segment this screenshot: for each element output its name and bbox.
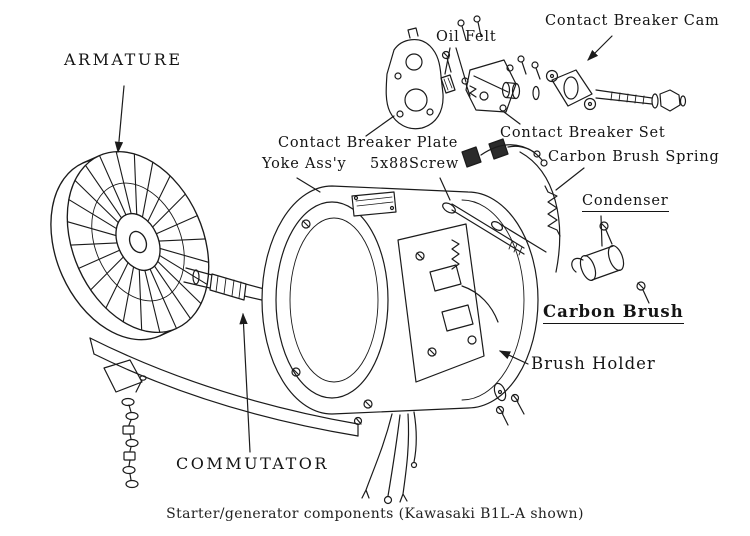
label-condenser: Condenser [582, 194, 669, 212]
label-screw: 5x88Screw [370, 156, 460, 172]
label-contact-breaker-cam: Contact Breaker Cam [545, 13, 720, 29]
label-yoke-assy: Yoke Ass'y [262, 156, 347, 172]
mounting-strap-drawing [89, 337, 359, 489]
label-commutator: COMMUTATOR [176, 454, 329, 473]
diagram-caption: Starter/generator components (Kawasaki B… [166, 506, 584, 522]
carbon-brush-spring-drawing [544, 185, 561, 237]
contact-breaker-plate-drawing [385, 27, 444, 130]
label-contact-breaker-plate: Contact Breaker Plate [278, 135, 459, 151]
carbon-brushes-drawing [461, 138, 561, 273]
commutator-shaft-drawing [183, 267, 273, 302]
label-armature: ARMATURE [64, 50, 183, 69]
bottom-wires-drawing [361, 411, 418, 505]
label-brush-holder: Brush Holder [531, 354, 656, 373]
brush-holder-assembly-drawing [397, 202, 547, 383]
condenser-drawing [571, 221, 650, 304]
label-carbon-brush-spring: Carbon Brush Spring [548, 149, 720, 165]
label-contact-breaker-set: Contact Breaker Set [500, 125, 666, 141]
armature-drawing [50, 150, 210, 341]
contact-breaker-cam-drawing [501, 55, 687, 112]
label-oil-felt: Oil Felt [436, 29, 497, 45]
small-screws-drawing [493, 382, 525, 426]
leader-lines [114, 35, 613, 453]
label-carbon-brush: Carbon Brush [543, 303, 684, 324]
